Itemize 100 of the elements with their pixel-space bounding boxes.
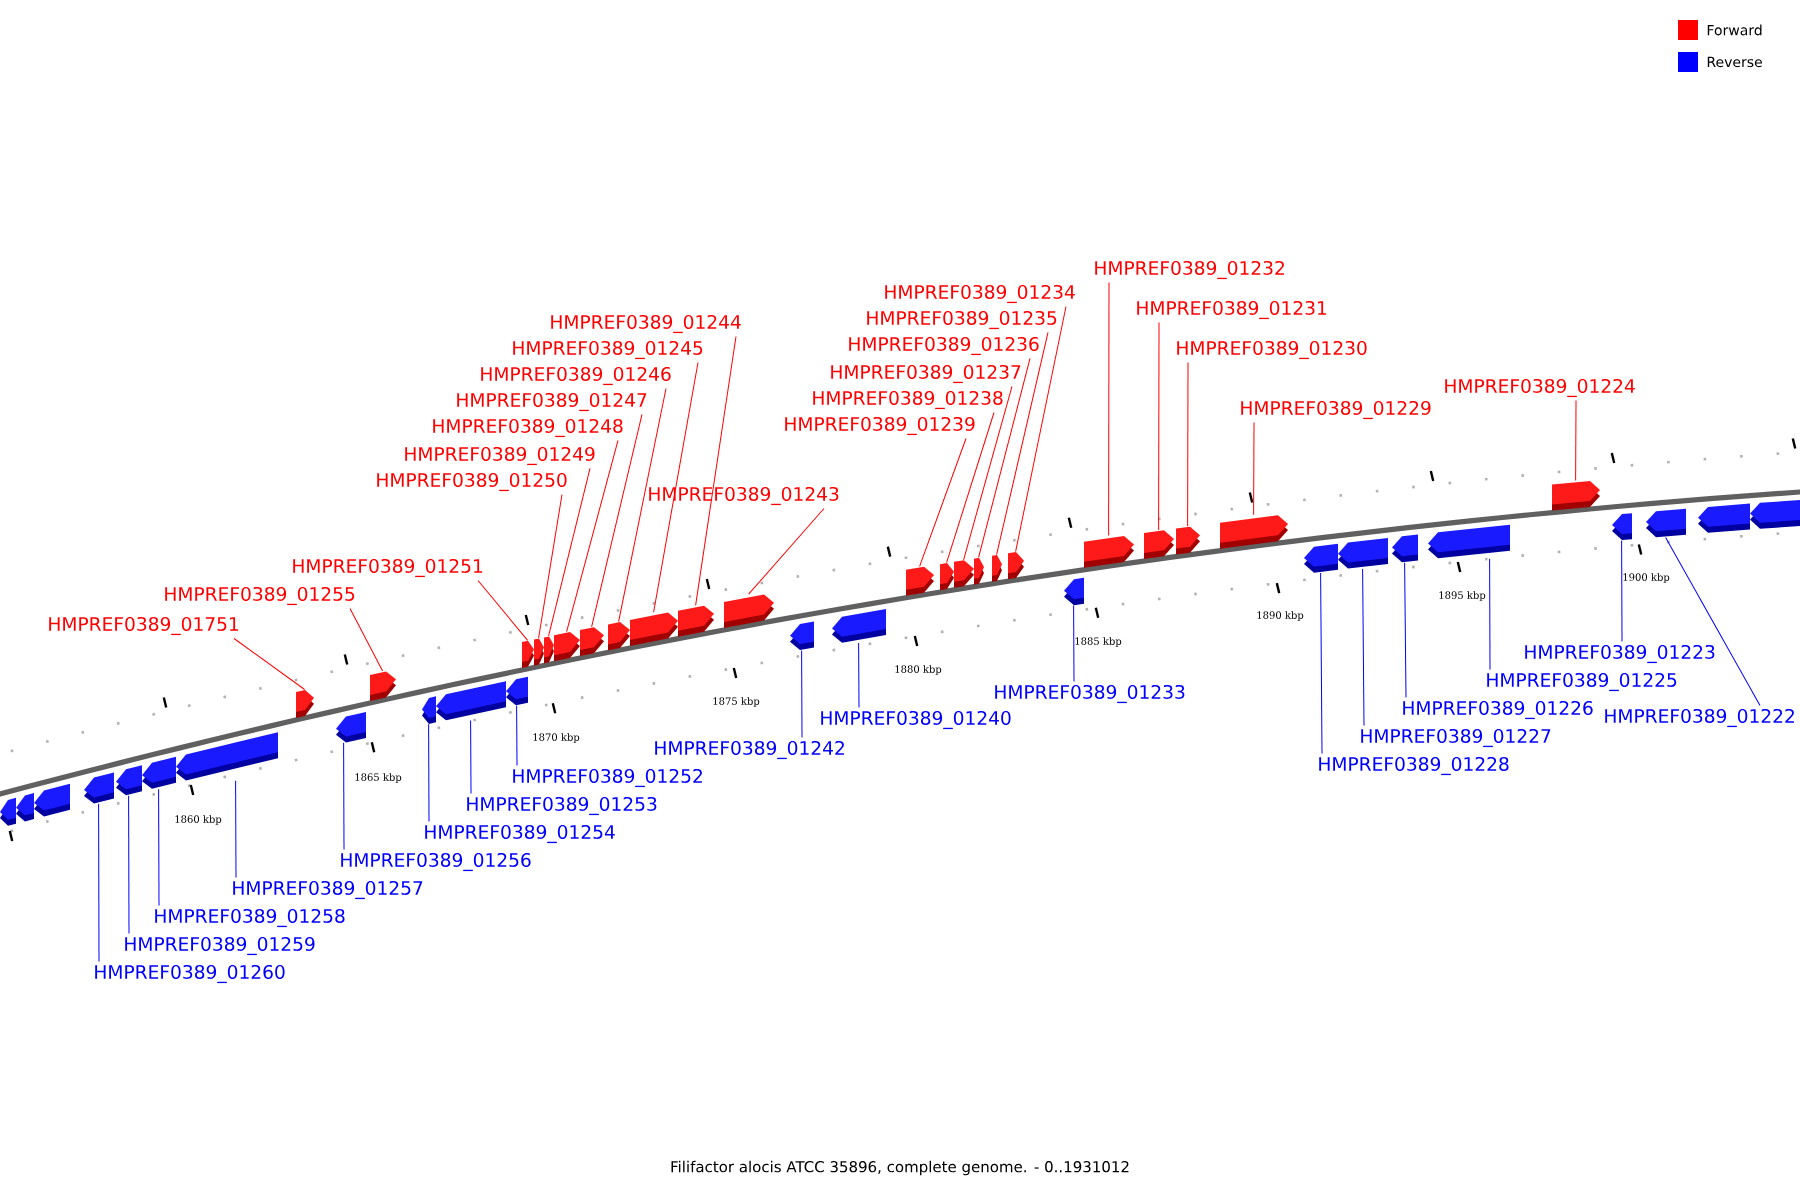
leader-line	[653, 362, 699, 613]
gene-label: HMPREF0389_01248	[433, 418, 623, 438]
leader-line	[1253, 422, 1255, 516]
gene-label: HMPREF0389_01231	[1137, 300, 1327, 320]
leader-line	[978, 358, 1031, 558]
gene-label: HMPREF0389_01229	[1241, 400, 1431, 420]
gene-block	[142, 756, 176, 789]
gene-block	[506, 676, 528, 706]
leader-line	[996, 332, 1049, 556]
gene-block	[1144, 530, 1174, 560]
leader-line	[470, 720, 472, 794]
gene-label: HMPREF0389_01253	[467, 796, 657, 816]
gene-label: HMPREF0389_01255	[165, 586, 355, 606]
gene-block	[1064, 577, 1084, 606]
gene-label: HMPREF0389_01257	[233, 880, 423, 900]
gene-block	[336, 711, 366, 743]
gene-label: HMPREF0389_01250	[377, 472, 567, 492]
gene-block	[906, 566, 934, 596]
leader-line	[233, 638, 306, 691]
leader-line	[343, 742, 345, 850]
gene-label: HMPREF0389_01246	[481, 366, 671, 386]
gene-label: HMPREF0389_01227	[1361, 728, 1551, 748]
leader-line	[349, 608, 384, 672]
gene-label: HMPREF0389_01260	[95, 964, 285, 984]
leader-line	[1158, 322, 1160, 531]
leader-line	[428, 723, 430, 822]
gene-block	[84, 772, 114, 804]
gene-label: HMPREF0389_01244	[551, 314, 741, 334]
gene-label: HMPREF0389_01223	[1525, 644, 1715, 664]
leader-line	[919, 438, 967, 567]
gene-label: HMPREF0389_01251	[293, 558, 483, 578]
gene-block	[1220, 515, 1288, 549]
gene-label: HMPREF0389_01240	[821, 710, 1011, 730]
leader-line	[1320, 572, 1323, 754]
gene-label: HMPREF0389_01237	[831, 364, 1021, 384]
gene-block	[296, 689, 314, 718]
leader-line	[538, 494, 563, 639]
gene-label: HMPREF0389_01235	[867, 310, 1057, 330]
leader-line	[1665, 537, 1761, 706]
gene-label: HMPREF0389_01224	[1445, 378, 1635, 398]
gene-block	[370, 671, 396, 701]
gene-label: HMPREF0389_01233	[995, 684, 1185, 704]
gene-label: HMPREF0389_01230	[1177, 340, 1367, 360]
leader-line	[158, 788, 160, 906]
gene-label: HMPREF0389_01256	[341, 852, 531, 872]
leader-line	[516, 705, 518, 766]
leader-line	[98, 803, 100, 962]
leader-line	[618, 388, 667, 623]
gene-label: HMPREF0389_01252	[513, 768, 702, 788]
gene-block	[678, 605, 714, 637]
gene-label: HMPREF0389_01225	[1487, 672, 1677, 692]
leader-line	[1187, 362, 1189, 527]
leader-line	[946, 412, 995, 564]
leader-line	[1489, 558, 1491, 670]
gene-block	[1008, 552, 1024, 580]
gene-label: HMPREF0389_01247	[457, 392, 647, 412]
leader-line	[477, 580, 529, 641]
gene-label: HMPREF0389_01751	[49, 616, 239, 636]
gene-block	[1304, 543, 1338, 573]
leader-line	[1362, 568, 1365, 726]
gene-label: HMPREF0389_01239	[785, 416, 975, 436]
gene-block	[1392, 534, 1418, 563]
gene-block	[1750, 500, 1800, 529]
gene-block	[1084, 535, 1134, 568]
gene-block	[1646, 508, 1686, 538]
gene-block	[974, 557, 984, 585]
gene-label: HMPREF0389_01234	[885, 284, 1075, 304]
leader-line	[858, 642, 860, 708]
gene-label: HMPREF0389_01222	[1605, 708, 1794, 728]
gene-block	[522, 640, 534, 668]
leader-line	[591, 414, 643, 628]
leader-line	[1621, 540, 1623, 642]
leader-line	[1575, 400, 1577, 482]
gene-block	[832, 609, 886, 643]
gene-label: HMPREF0389_01242	[655, 740, 844, 760]
gene-label: HMPREF0389_01259	[125, 936, 315, 956]
leader-line	[1073, 605, 1075, 682]
gene-label: HMPREF0389_01258	[155, 908, 345, 928]
gene-label: HMPREF0389_01232	[1095, 260, 1284, 280]
gene-block	[1698, 503, 1750, 533]
leader-line	[1108, 282, 1110, 536]
gene-block	[422, 696, 436, 724]
leader-line	[1015, 306, 1067, 553]
gene-label: HMPREF0389_01249	[405, 446, 595, 466]
gene-label: HMPREF0389_01254	[425, 824, 615, 844]
gene-block	[116, 765, 142, 796]
gene-block	[0, 797, 16, 826]
gene-block	[1552, 481, 1600, 511]
leader-line	[566, 440, 619, 633]
leader-line	[963, 386, 1013, 561]
gene-block	[992, 555, 1002, 582]
gene-block	[16, 793, 34, 822]
gene-block	[1338, 537, 1388, 569]
gene-block	[608, 622, 630, 651]
gene-block	[724, 594, 774, 628]
gene-block	[790, 621, 814, 651]
leader-line	[235, 780, 237, 878]
gene-block	[1428, 524, 1510, 559]
gene-label: HMPREF0389_01236	[849, 336, 1039, 356]
leader-line	[801, 650, 803, 738]
